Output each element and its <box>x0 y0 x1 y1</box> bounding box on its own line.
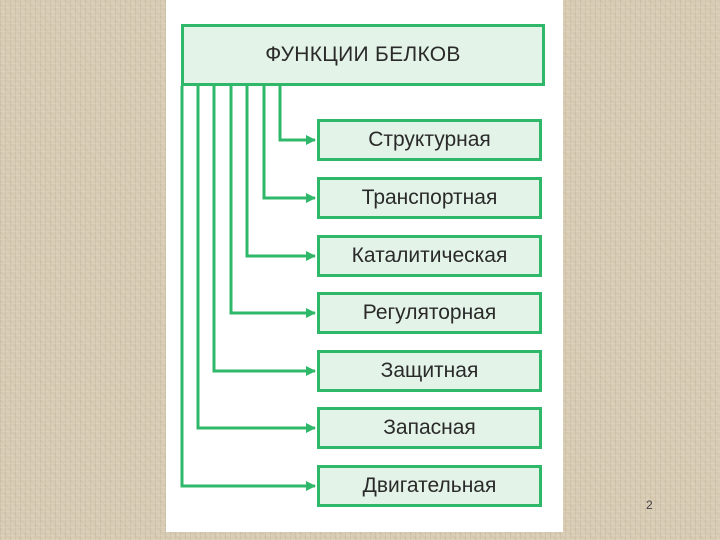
page-number: 2 <box>646 498 653 512</box>
function-box-catalytic: Каталитическая <box>317 235 542 277</box>
connector-arrow-5 <box>212 86 316 376</box>
diagram-title: ФУНКЦИИ БЕЛКОВ <box>181 24 545 86</box>
connector-arrow-6 <box>196 86 316 433</box>
function-box-motor: Двигательная <box>317 465 542 507</box>
function-box-protective: Защитная <box>317 350 542 392</box>
function-box-transport: Транспортная <box>317 177 542 219</box>
connector-arrow-7 <box>180 86 316 491</box>
connector-arrow-3 <box>245 86 316 261</box>
function-box-structural: Структурная <box>317 119 542 161</box>
function-box-regulatory: Регуляторная <box>317 292 542 334</box>
function-box-storage: Запасная <box>317 407 542 449</box>
connector-arrow-2 <box>262 86 316 203</box>
connector-arrow-1 <box>278 86 316 145</box>
connector-arrow-4 <box>229 86 316 318</box>
